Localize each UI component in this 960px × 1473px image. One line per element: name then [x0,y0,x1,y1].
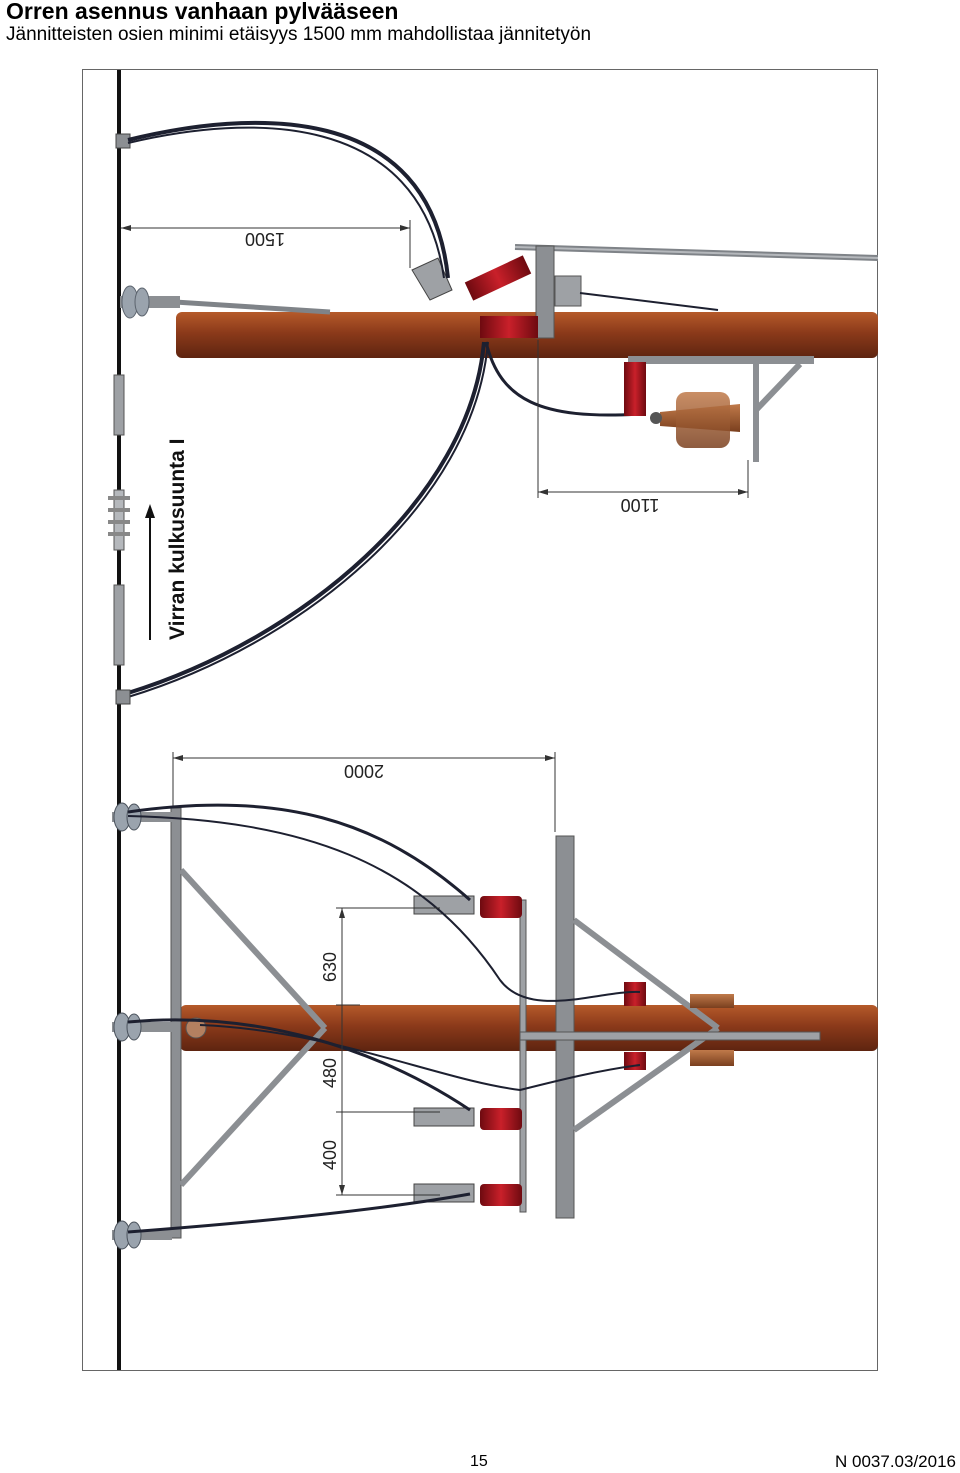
dimension-1500 [121,220,411,268]
direction-label: Virran kulkusuunta I [166,439,189,641]
dimension-label-1100: 1100 [621,495,660,515]
document-code: N 0037.03/2016 [835,1452,956,1471]
dimension-1100 [537,340,749,498]
disconnector-3 [413,1183,522,1206]
disconnector-1 [413,895,522,918]
jumper-cable-top [127,120,450,279]
surge-arrester-top [624,362,740,448]
dimension-phase-spacing [336,907,440,1196]
page-number: 15 [470,1453,488,1470]
dimension-label-2000: 2000 [344,761,384,781]
dimension-label-400: 400 [320,1140,340,1170]
dimension-2000 [172,752,556,832]
lower-pole [180,1005,878,1051]
crossarm-right [555,835,575,1219]
current-direction [145,504,155,640]
dimension-label-1500: 1500 [245,229,285,249]
dimension-label-480: 480 [320,1058,340,1088]
jumper-cable-long [127,341,486,695]
line-insulator-3 [112,1220,172,1250]
jumper-cables-lower [127,803,471,902]
page-title: Orren asennus vanhaan pylvääseen [6,0,399,24]
dimension-label-630: 630 [320,952,340,982]
installation-drawing: 1500 1100 Virran kulkusuunta I 2000 [82,69,878,1371]
suspension-insulator-top [120,285,180,319]
figure-frame [82,69,878,1371]
strain-insulator [108,374,130,666]
page-subtitle: Jännitteisten osien minimi etäisyys 1500… [6,24,592,45]
